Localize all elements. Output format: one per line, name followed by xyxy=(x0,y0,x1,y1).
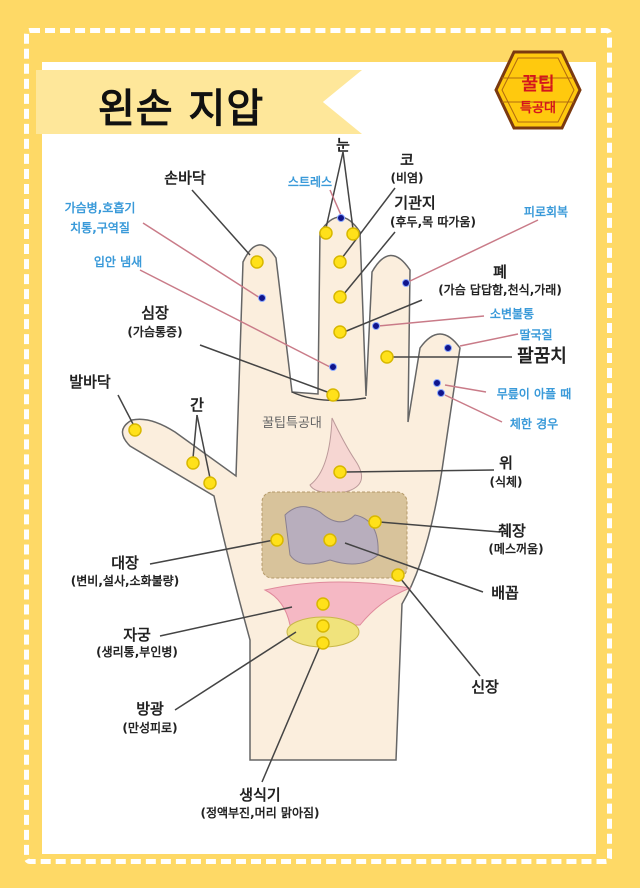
label-pancreas: 췌장 xyxy=(498,522,526,540)
label-navel: 배꼽 xyxy=(491,584,519,602)
label-genital-sub: (정액부진,머리 맑아짐) xyxy=(200,805,319,820)
label-palm: 손바닥 xyxy=(164,169,206,187)
label-nose-sub: (비염) xyxy=(390,170,423,185)
acupressure-points xyxy=(128,226,405,650)
label-chest-resp-2: 치통,구역질 xyxy=(70,220,130,235)
label-heart: 심장 xyxy=(141,304,169,322)
label-lung: 폐 xyxy=(493,263,507,281)
logo-text-1: 꿀팁 xyxy=(521,74,554,95)
label-kidney: 신장 xyxy=(471,678,499,696)
label-hiccup: 딸국질 xyxy=(519,327,552,342)
label-elbow: 팔꿈치 xyxy=(517,346,567,367)
label-chest-resp-1: 가슴병,호흡기 xyxy=(65,200,136,215)
label-genital: 생식기 xyxy=(239,786,280,804)
label-bronchi: 기관지 xyxy=(394,194,435,212)
logo: 꿀팁 특공대 xyxy=(494,50,582,130)
label-liver: 간 xyxy=(190,396,204,414)
label-stomach: 위 xyxy=(499,454,513,472)
label-colon-sub: (변비,설사,소화불량) xyxy=(71,573,179,588)
label-bronchi-sub: (후두,목 따가움) xyxy=(390,214,476,229)
hand-outline xyxy=(121,216,461,761)
logo-text-2: 특공대 xyxy=(520,101,556,116)
page-title: 왼손 지압 xyxy=(98,86,265,132)
label-sole: 발바닥 xyxy=(69,373,111,391)
title-banner xyxy=(36,70,362,134)
label-uterus-sub: (생리통,부인병) xyxy=(96,644,178,659)
label-bladder: 방광 xyxy=(136,700,164,718)
blue-points xyxy=(258,214,452,397)
label-heart-sub: (가슴통증) xyxy=(127,324,182,339)
label-nose: 코 xyxy=(400,151,414,169)
label-indigestion: 체한 경우 xyxy=(510,416,558,431)
label-eye: 눈 xyxy=(336,136,350,154)
label-urine: 소변불통 xyxy=(490,306,534,321)
label-colon: 대장 xyxy=(111,554,139,572)
label-mouth-odor: 입안 냄새 xyxy=(94,254,142,269)
label-lung-sub: (가슴 답답함,천식,가래) xyxy=(438,282,562,297)
leader-lines xyxy=(117,151,539,783)
label-stomach-sub: (식체) xyxy=(489,474,522,489)
label-stress: 스트레스 xyxy=(288,174,332,189)
label-knee: 무릎이 아플 때 xyxy=(497,386,572,401)
label-bladder-sub: (만성피로) xyxy=(122,720,177,735)
watermark: 꿀팁특공대 xyxy=(262,416,322,431)
dashed-border xyxy=(24,28,612,864)
label-fatigue: 피로회복 xyxy=(524,204,568,219)
label-pancreas-sub: (메스꺼움) xyxy=(488,541,543,556)
label-uterus: 자궁 xyxy=(123,626,151,644)
